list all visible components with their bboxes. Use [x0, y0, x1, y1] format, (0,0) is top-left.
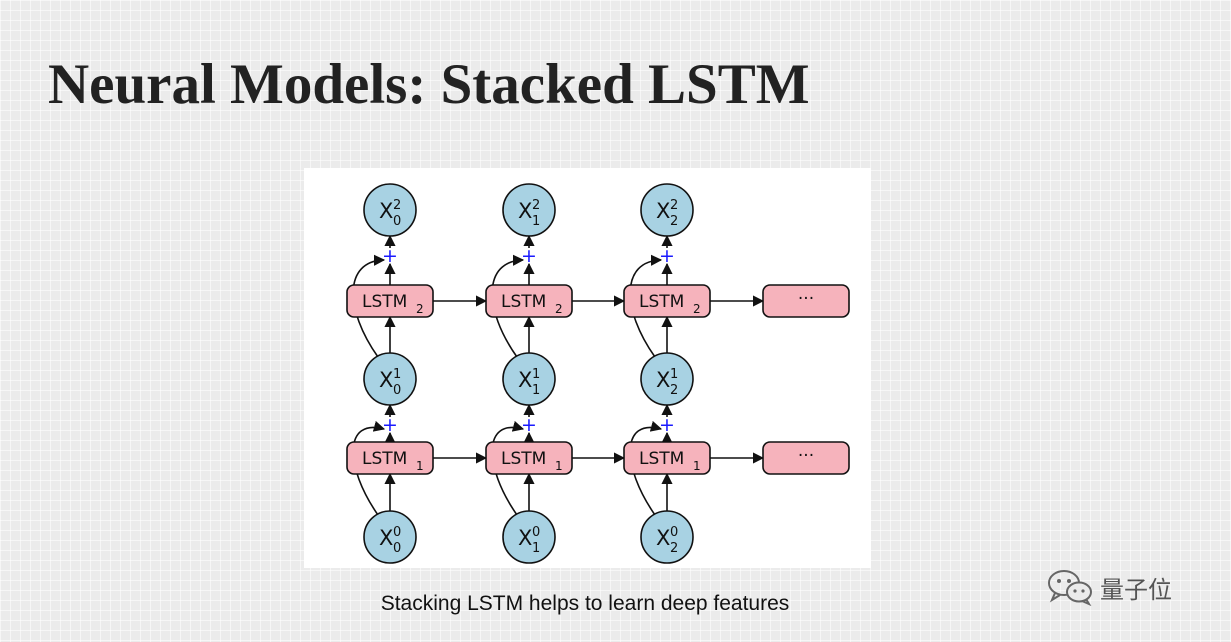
- x-node-l1-step1-superscript: 1: [532, 367, 540, 382]
- lstm1-cell-step1-index: 1: [555, 459, 563, 473]
- watermark: 量子位: [1046, 568, 1172, 606]
- plus-l2-step2: +: [659, 245, 675, 267]
- x-node-l1-step2-superscript: 1: [670, 367, 678, 382]
- x-node-l0-step1-subscript: 1: [532, 541, 540, 556]
- x-node-l1-step1: [502, 352, 556, 406]
- lstm2-cell-step1-index: 2: [555, 302, 563, 316]
- continuation-box-l2: [762, 284, 850, 318]
- x-node-l1-step1-subscript: 1: [532, 383, 540, 398]
- continuation-box-l1-label: ···: [798, 446, 814, 466]
- x-node-l2-step2-subscript: 2: [670, 214, 678, 229]
- lstm2-cell-step1: [485, 284, 573, 318]
- lstm1-cell-step0: [346, 441, 434, 475]
- x-node-l2-step0: [363, 183, 417, 237]
- x-node-l0-step0-subscript: 0: [393, 541, 401, 556]
- lstm2-cell-step0: [346, 284, 434, 318]
- x-node-l2-step2: [640, 183, 694, 237]
- continuation-box-l2-label: ···: [798, 289, 814, 309]
- x-node-l2-step0-subscript: 0: [393, 214, 401, 229]
- x-node-l2-step2-superscript: 2: [670, 198, 678, 213]
- x-node-l2-step1-superscript: 2: [532, 198, 540, 213]
- lstm1-cell-step1: [485, 441, 573, 475]
- slide-title: Neural Models: Stacked LSTM: [48, 53, 810, 116]
- lstm1-cell-step0-index: 1: [416, 459, 424, 473]
- x-node-l2-step1: [502, 183, 556, 237]
- continuation-box-l1: [762, 441, 850, 475]
- plus-l2-step1: +: [521, 245, 537, 267]
- wechat-icon: [1048, 570, 1092, 606]
- x-node-l1-step0-superscript: 1: [393, 367, 401, 382]
- x-node-l0-step2-subscript: 2: [670, 541, 678, 556]
- x-node-l0-step1-superscript: 0: [532, 525, 540, 540]
- plus-l1-step1: +: [521, 414, 537, 436]
- x-node-l2-step1-subscript: 1: [532, 214, 540, 229]
- x-node-l1-step0: [363, 352, 417, 406]
- lstm2-cell-step2: [623, 284, 711, 318]
- x-node-l0-step2-superscript: 0: [670, 525, 678, 540]
- x-node-l1-step2: [640, 352, 694, 406]
- lstm1-cell-step2: [623, 441, 711, 475]
- x-node-l1-step2-subscript: 2: [670, 383, 678, 398]
- x-node-l0-step2: [640, 510, 694, 564]
- plus-l1-step0: +: [382, 414, 398, 436]
- plus-l2-step0: +: [382, 245, 398, 267]
- watermark-text: 量子位: [1100, 575, 1172, 604]
- x-node-l1-step0-subscript: 0: [393, 383, 401, 398]
- lstm2-cell-step0-index: 2: [416, 302, 424, 316]
- lstm2-cell-step2-index: 2: [693, 302, 701, 316]
- lstm1-cell-step2-index: 1: [693, 459, 701, 473]
- x-node-l0-step0: [363, 510, 417, 564]
- plus-l1-step2: +: [659, 414, 675, 436]
- x-node-l0-step1: [502, 510, 556, 564]
- x-node-l2-step0-superscript: 2: [393, 198, 401, 213]
- x-node-l0-step0-superscript: 0: [393, 525, 401, 540]
- slide-caption: Stacking LSTM helps to learn deep featur…: [380, 592, 790, 615]
